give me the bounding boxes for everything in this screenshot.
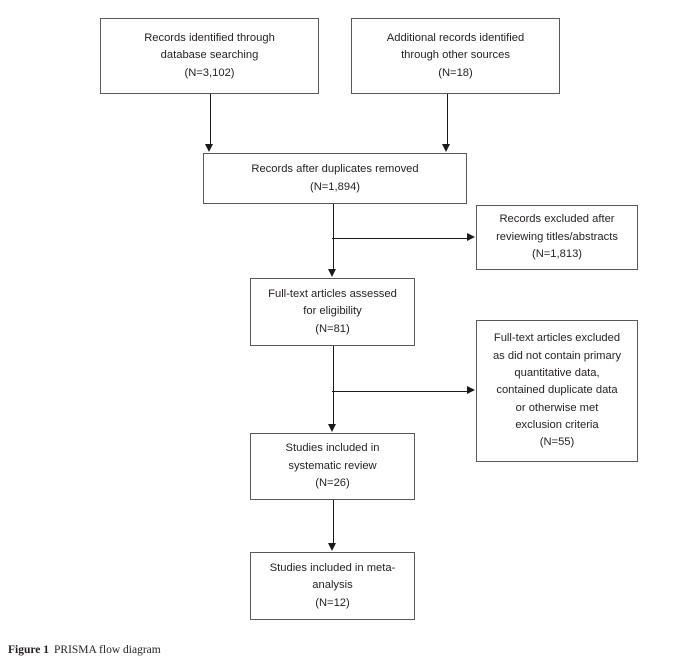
arrowhead-duplicates-to-records-excluded [467,233,475,241]
node-line: systematic review [288,459,377,472]
figure-caption: Figure 1 PRISMA flow diagram [8,644,161,656]
node-line: (N=26) [315,477,350,490]
node-fulltext-articles-excluded: Full-text articles excluded as did not c… [476,320,638,462]
node-line: Records after duplicates removed [251,163,419,176]
arrowhead-database-to-duplicates [205,144,213,152]
node-line: reviewing titles/abstracts [496,230,618,243]
connector-duplicates-to-fulltext [332,204,334,270]
arrowhead-other-sources-to-duplicates [442,144,450,152]
node-studies-included-systematic-review: Studies included in systematic review (N… [250,433,415,500]
arrowhead-systematic-review-to-meta-analysis [328,543,336,551]
node-line: through other sources [401,49,510,62]
node-line: or otherwise met [515,401,599,414]
node-line: (N=55) [539,436,575,449]
node-line: Records excluded after [499,213,615,226]
connector-database-to-duplicates [209,94,211,145]
node-line: for eligibility [303,305,362,318]
node-fulltext-articles-assessed: Full-text articles assessed for eligibil… [250,278,415,346]
node-line: quantitative data, [514,366,600,379]
node-line: analysis [312,579,353,592]
arrowhead-duplicates-to-fulltext [328,269,336,277]
node-line: Full-text articles excluded [493,332,621,345]
node-studies-included-meta-analysis: Studies included in meta- analysis (N=12… [250,552,415,620]
node-line: Studies included in [285,442,380,455]
node-line: (N=81) [315,322,350,335]
connector-systematic-review-to-meta-analysis [332,500,334,544]
node-line: Records identified through [144,31,275,44]
node-records-excluded: Records excluded after reviewing titles/… [476,205,638,270]
node-additional-records-other-sources: Additional records identified through ot… [351,18,560,94]
node-line: (N=1,894) [309,180,361,193]
node-line: Studies included in meta- [269,561,396,574]
node-line: as did not contain primary [492,349,622,362]
connector-fulltext-to-included [332,346,334,425]
node-records-after-duplicates-removed: Records after duplicates removed (N=1,89… [203,153,467,204]
arrowhead-fulltext-to-included [328,424,336,432]
connector-fulltext-to-fulltext-excluded [332,390,468,392]
node-line: (N=1,813) [531,248,583,261]
node-line: (N=3,102) [184,66,235,79]
node-line: Additional records identified [386,31,525,44]
figure-caption-text: PRISMA flow diagram [54,644,161,656]
node-line: database searching [160,49,259,62]
node-line: (N=12) [315,596,350,609]
node-records-identified-database: Records identified through database sear… [100,18,319,94]
node-line: Full-text articles assessed [268,287,397,300]
node-line: exclusion criteria [515,419,599,432]
connector-duplicates-to-records-excluded [332,237,468,239]
node-line: contained duplicate data [496,384,618,397]
figure-caption-label: Figure 1 [8,644,49,656]
node-line: (N=18) [438,66,473,79]
connector-other-sources-to-duplicates [446,94,448,145]
arrowhead-fulltext-to-fulltext-excluded [467,386,475,394]
